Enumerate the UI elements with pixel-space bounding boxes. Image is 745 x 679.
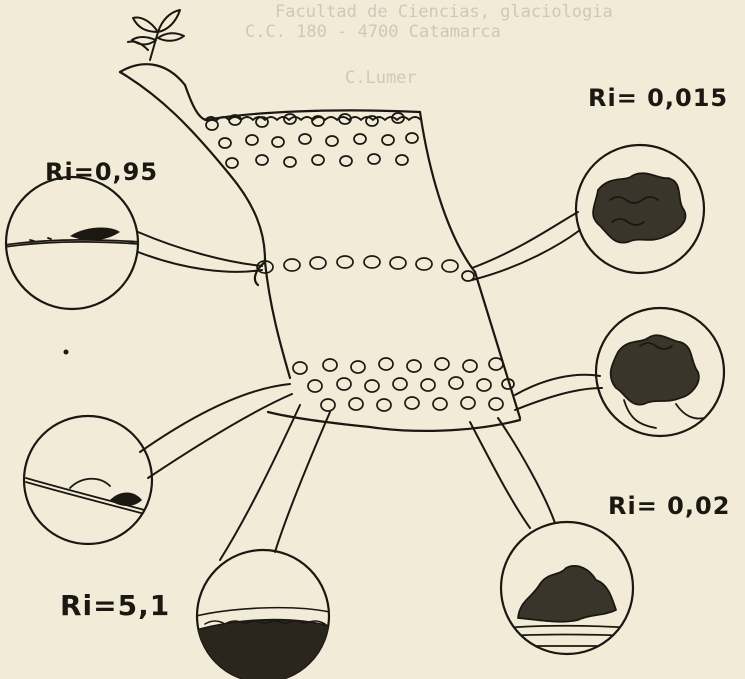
label-ri-0-95: Ri=0,95 [45, 160, 158, 184]
sample-circle-3 [596, 308, 724, 436]
sample-circle-6 [196, 550, 330, 679]
bubbles-middle [257, 256, 474, 281]
plant-sketch [128, 10, 184, 60]
sample-circle-2 [576, 145, 704, 273]
bubbles-upper [206, 113, 418, 168]
sample-circle-5 [501, 522, 633, 654]
connector-lines [138, 212, 602, 560]
sample-circle-4 [24, 416, 152, 544]
bubbles-lower [293, 358, 514, 411]
sample-circle-1 [4, 177, 140, 309]
label-ri-5-1: Ri=5,1 [60, 592, 170, 620]
label-ri-0-02: Ri= 0,02 [608, 494, 730, 518]
label-ri-0-015: Ri= 0,015 [588, 86, 728, 110]
